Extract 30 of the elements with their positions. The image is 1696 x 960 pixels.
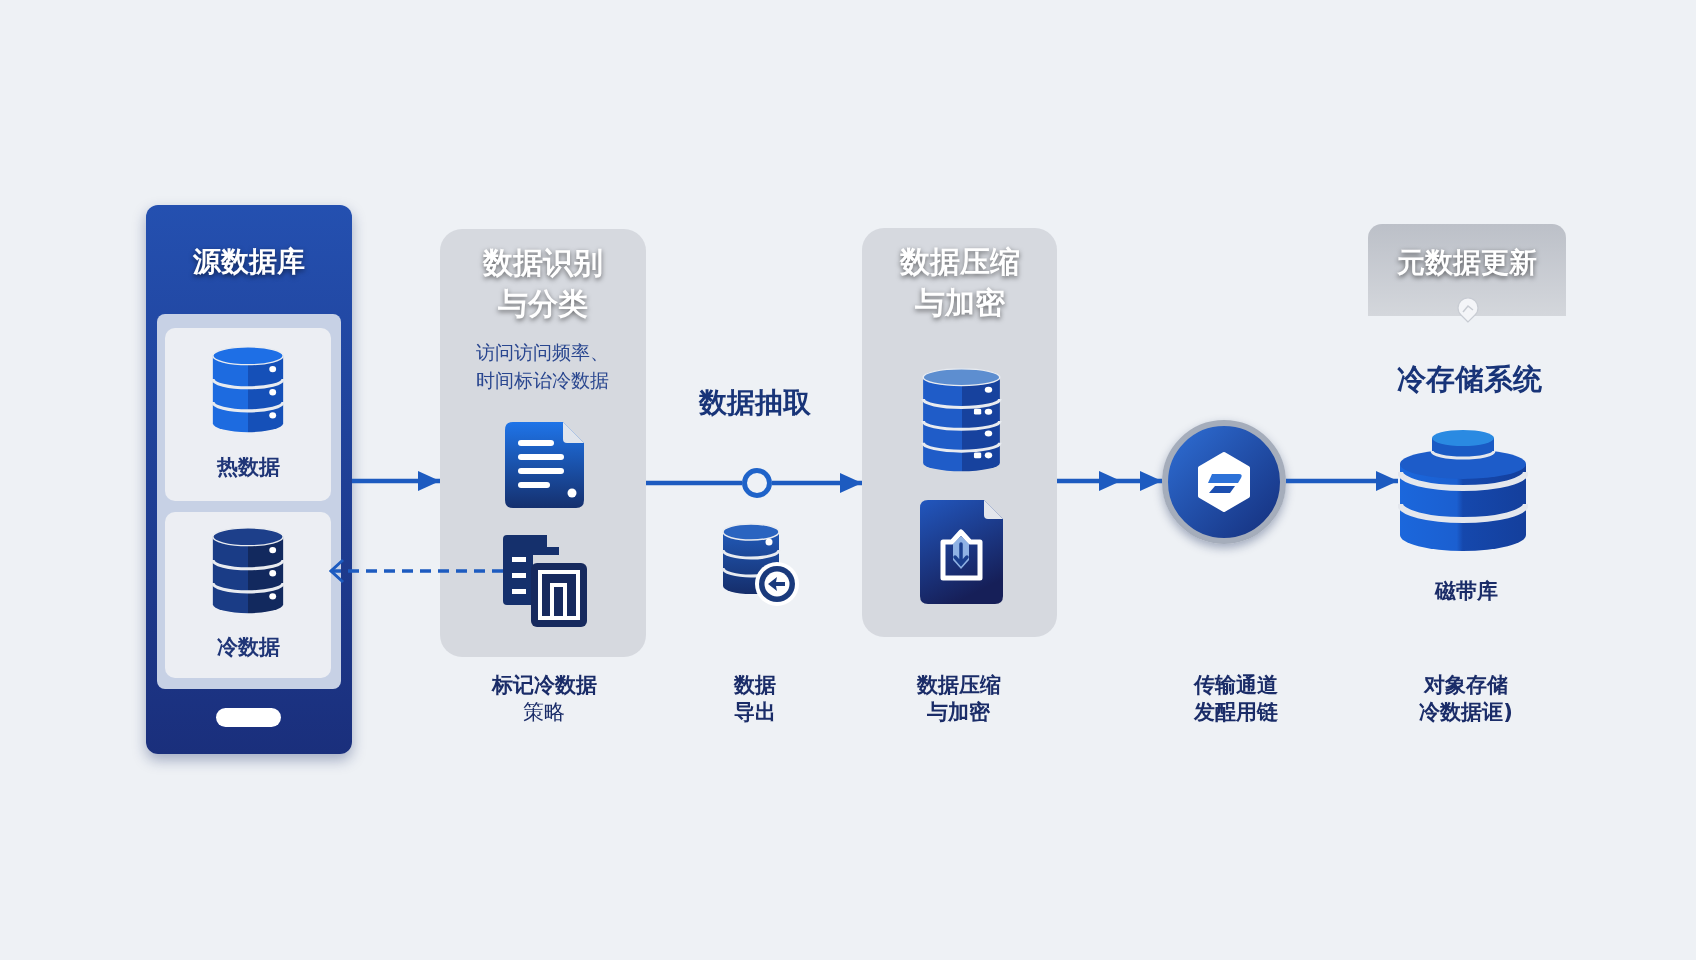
step-label: 数据导出 [732, 672, 777, 726]
data-card [165, 328, 331, 501]
card-label: 冷数据 [216, 634, 280, 661]
panel-title: 数据压缩与加密 [898, 243, 1021, 322]
ring-marker [742, 468, 772, 498]
node-label: 磁带库 [1434, 578, 1498, 605]
arrow [1286, 471, 1398, 491]
arrow [1057, 471, 1162, 491]
step-label: 数据抽取 [699, 385, 811, 421]
metadata-tab [1368, 224, 1566, 316]
node-label: 对象存储冷数据诓) [1418, 672, 1514, 726]
tab-title: 元数据更新 [1397, 245, 1537, 281]
dashed-arrow [329, 558, 503, 584]
connector-line [646, 480, 742, 486]
data-card [165, 512, 331, 678]
source-database-panel [146, 205, 352, 754]
panel-title: 数据识别与分类 [481, 244, 604, 323]
node-label: 标记冷数据 [491, 672, 597, 699]
process-panel [440, 229, 646, 657]
arrow [772, 473, 862, 493]
process-panel [862, 228, 1057, 637]
arrow [352, 471, 440, 491]
step-label: 传输通道发酲用链 [1192, 672, 1279, 726]
document-frame-icon [503, 535, 587, 627]
card-label: 热数据 [216, 454, 280, 481]
panel-title: 源数据库 [193, 244, 305, 280]
node-label: 数据压缩与加密 [915, 672, 1002, 726]
panel-description: 访问访问频率、时间标诒冷数据 [475, 340, 611, 393]
node-label: 冷存储系统 [1396, 361, 1542, 397]
node-label: 策略 [523, 699, 565, 726]
